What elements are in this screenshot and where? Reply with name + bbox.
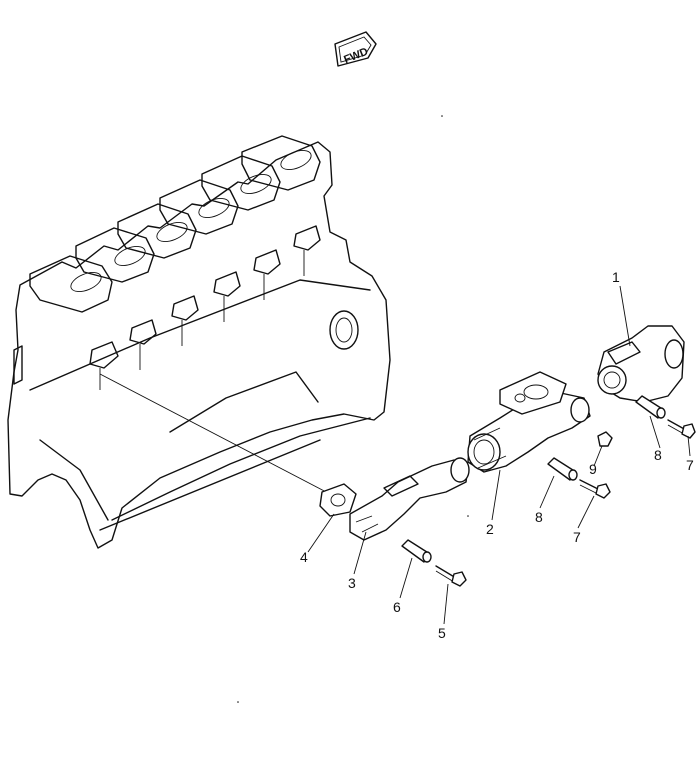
callout-7b: 7 (686, 457, 694, 473)
callout-9: 9 (589, 461, 597, 477)
callout-4: 4 (300, 549, 308, 565)
callout-labels: 1 2 3 4 5 6 7 7 8 8 9 (300, 269, 694, 641)
bolts (435, 419, 696, 587)
manifold-front (349, 457, 470, 541)
gasket-leader-line (99, 373, 331, 495)
manifold-center (467, 371, 591, 473)
callout-5: 5 (438, 625, 446, 641)
callout-8b: 8 (654, 447, 662, 463)
forward-arrow-icon (334, 31, 377, 67)
manifold-rear-elbow (597, 325, 685, 403)
callout-6: 6 (393, 599, 401, 615)
spacer-sleeves (401, 395, 666, 563)
callout-2: 2 (486, 521, 494, 537)
callout-8a: 8 (535, 509, 543, 525)
gasket-part (319, 483, 357, 517)
callout-1: 1 (612, 269, 620, 285)
callout-3: 3 (348, 575, 356, 591)
callout-leaders (307, 285, 691, 625)
callout-7a: 7 (573, 529, 581, 545)
engine-block (7, 135, 391, 549)
plug-part (597, 431, 613, 447)
fwd-marker: FWD (334, 31, 377, 67)
